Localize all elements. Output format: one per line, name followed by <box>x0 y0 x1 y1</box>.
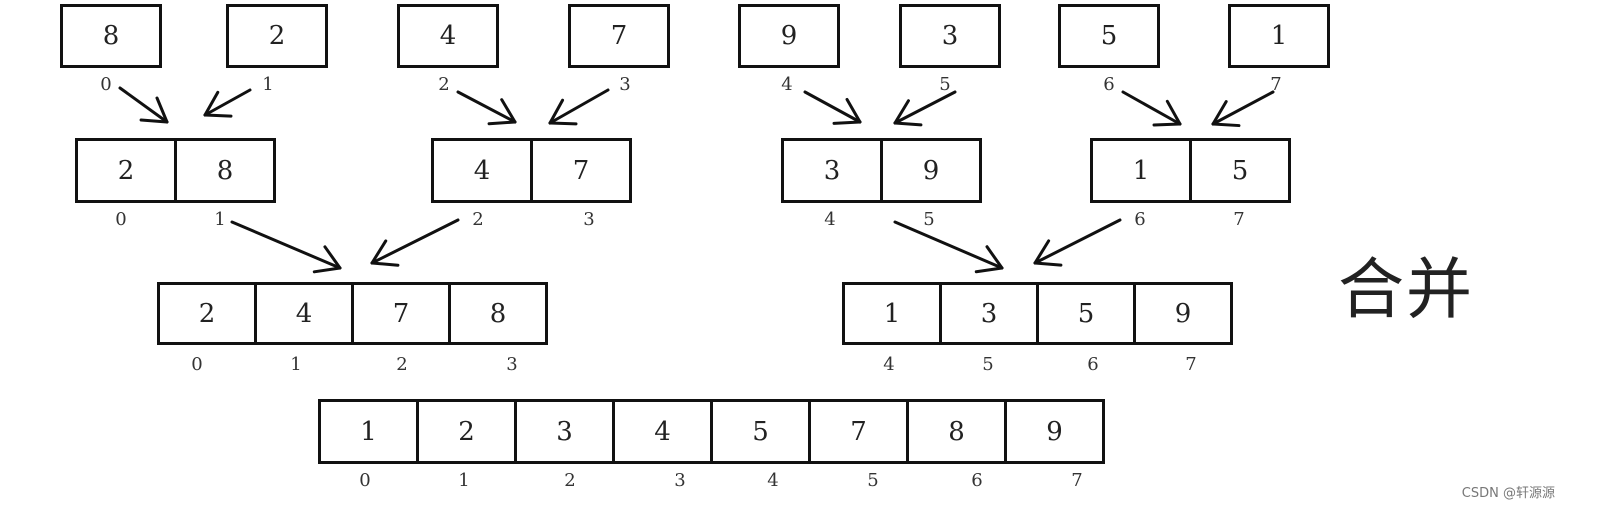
index-label: 2 <box>472 209 484 230</box>
index-label: 3 <box>506 354 518 375</box>
array-cell: 5 <box>710 399 811 464</box>
array-cell: 8 <box>906 399 1007 464</box>
array-cell: 7 <box>808 399 909 464</box>
index-label: 0 <box>115 209 127 230</box>
array-cell: 1 <box>1090 138 1192 203</box>
array-cell: 8 <box>174 138 276 203</box>
index-label: 4 <box>767 470 779 491</box>
index-label: 1 <box>214 209 226 230</box>
index-label: 4 <box>824 209 836 230</box>
array-cell: 5 <box>1036 282 1136 345</box>
merge-arrow <box>1121 90 1182 127</box>
index-label: 3 <box>583 209 595 230</box>
array-cell: 1 <box>318 399 419 464</box>
index-label: 6 <box>1103 74 1115 95</box>
array-group-level0-2: 4 <box>397 4 499 68</box>
array-cell: 5 <box>1189 138 1291 203</box>
array-cell: 3 <box>514 399 615 464</box>
array-cell: 7 <box>530 138 632 203</box>
array-group-level0-5: 3 <box>899 4 1001 68</box>
index-label: 7 <box>1185 354 1197 375</box>
array-cell: 3 <box>899 4 1001 68</box>
index-label: 7 <box>1233 209 1245 230</box>
array-cell: 3 <box>939 282 1039 345</box>
merge-arrow <box>456 90 517 126</box>
merge-arrow <box>1033 218 1122 267</box>
array-cell: 8 <box>448 282 548 345</box>
index-label: 4 <box>883 354 895 375</box>
index-label: 2 <box>564 470 576 491</box>
array-cell: 2 <box>226 4 328 68</box>
array-cell: 8 <box>60 4 162 68</box>
array-cell: 1 <box>1228 4 1330 68</box>
index-label: 5 <box>982 354 994 375</box>
index-label: 4 <box>781 74 793 95</box>
index-label: 1 <box>290 354 302 375</box>
array-group-level0-0: 8 <box>60 4 162 68</box>
index-label: 3 <box>619 74 631 95</box>
merge-arrow <box>230 220 342 274</box>
index-label: 0 <box>100 74 112 95</box>
merge-arrow <box>203 88 252 118</box>
array-cell: 5 <box>1058 4 1160 68</box>
array-cell: 9 <box>1133 282 1233 345</box>
index-label: 6 <box>1087 354 1099 375</box>
array-group-level0-7: 1 <box>1228 4 1330 68</box>
index-label: 6 <box>1134 209 1146 230</box>
merge-arrow <box>803 90 862 125</box>
index-label: 5 <box>939 74 951 95</box>
index-label: 1 <box>458 470 470 491</box>
array-cell: 4 <box>397 4 499 68</box>
array-cell: 1 <box>842 282 942 345</box>
array-group-level0-1: 2 <box>226 4 328 68</box>
array-cell: 9 <box>738 4 840 68</box>
index-label: 0 <box>359 470 371 491</box>
merge-arrow <box>370 218 460 267</box>
index-label: 0 <box>191 354 203 375</box>
index-label: 6 <box>971 470 983 491</box>
array-group-level0-4: 9 <box>738 4 840 68</box>
index-label: 2 <box>438 74 450 95</box>
array-cell: 2 <box>416 399 517 464</box>
merge-arrow <box>893 90 957 127</box>
index-label: 3 <box>674 470 686 491</box>
array-cell: 2 <box>75 138 177 203</box>
index-label: 5 <box>867 470 879 491</box>
watermark: CSDN @轩源源 <box>1461 486 1555 501</box>
array-group-level0-3: 7 <box>568 4 670 68</box>
array-cell: 7 <box>351 282 451 345</box>
index-label: 5 <box>923 209 935 230</box>
array-group-level0-6: 5 <box>1058 4 1160 68</box>
array-cell: 3 <box>781 138 883 203</box>
array-cell: 9 <box>1004 399 1105 464</box>
array-cell: 4 <box>612 399 713 464</box>
merge-label: 合并 <box>1338 251 1474 328</box>
array-cell: 2 <box>157 282 257 345</box>
array-cell: 9 <box>880 138 982 203</box>
index-label: 2 <box>396 354 408 375</box>
index-label: 7 <box>1270 74 1282 95</box>
index-label: 1 <box>262 74 274 95</box>
array-cell: 7 <box>568 4 670 68</box>
merge-arrow <box>1211 90 1275 128</box>
merge-arrow <box>893 220 1004 274</box>
index-label: 7 <box>1071 470 1083 491</box>
array-cell: 4 <box>431 138 533 203</box>
merge-arrow <box>118 86 169 124</box>
array-cell: 4 <box>254 282 354 345</box>
merge-arrow <box>548 88 610 126</box>
